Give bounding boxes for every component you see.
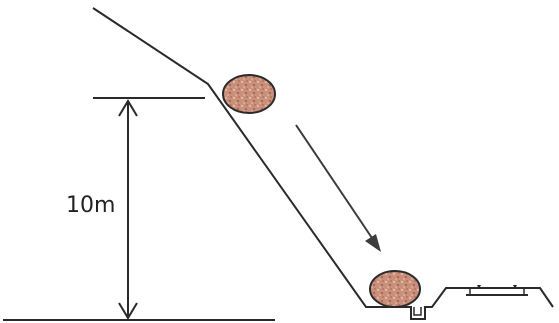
ditch-inner-line bbox=[413, 307, 422, 316]
boulder-icon bbox=[369, 270, 421, 308]
height-label: 10m bbox=[66, 193, 116, 218]
double-headed-arrow-icon bbox=[118, 99, 138, 320]
ditch-line bbox=[396, 287, 554, 320]
slope-line bbox=[92, 7, 396, 308]
boulder-icon bbox=[222, 74, 276, 114]
diagonal-arrow-icon bbox=[295, 124, 381, 252]
railcar-icon bbox=[466, 285, 528, 296]
